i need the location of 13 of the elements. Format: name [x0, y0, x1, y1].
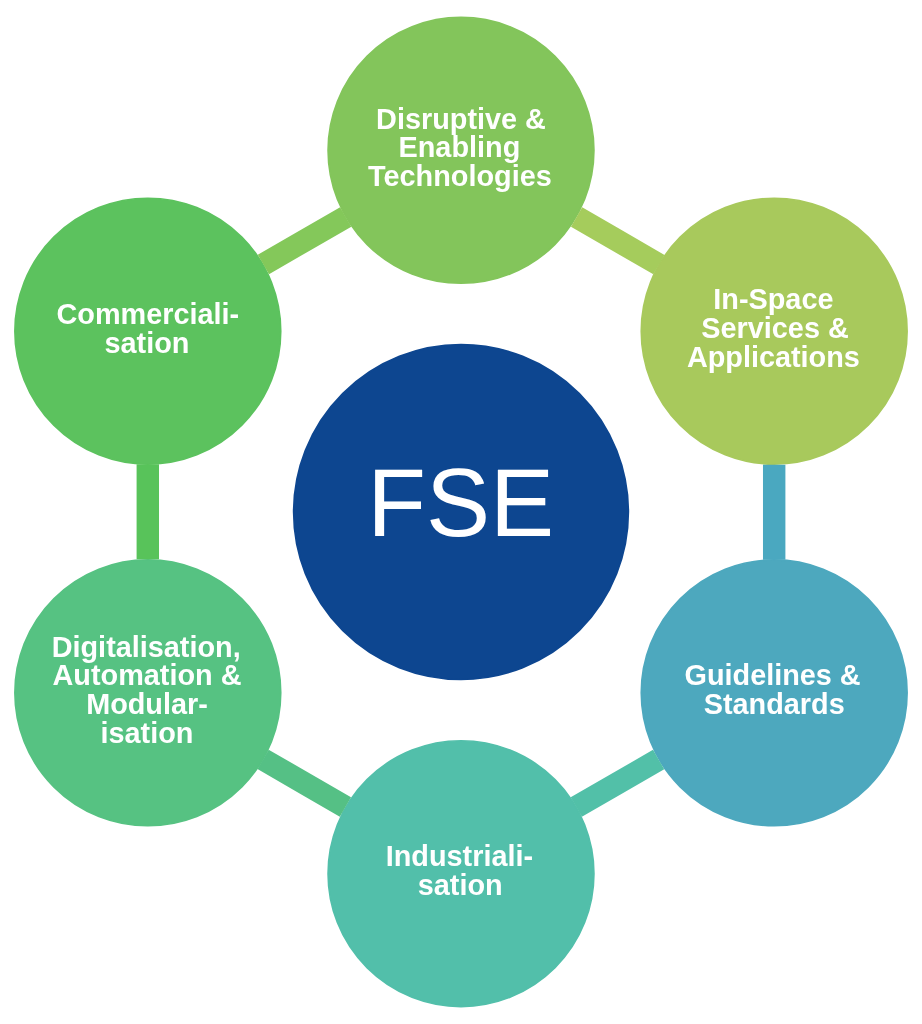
connector: [257, 749, 351, 817]
node-circle: FSE: [292, 343, 630, 681]
connector: [571, 207, 665, 275]
node-circle: Digitalisation, Automation & Modular- isation: [14, 559, 282, 827]
node-circle: Commerciali- sation: [14, 197, 282, 465]
connector: [257, 207, 352, 275]
node-circle: Industriali- sation: [327, 739, 595, 1008]
node-circle: Guidelines & Standards: [640, 559, 908, 827]
node-circle: In-Space Services & Applications: [640, 197, 908, 465]
connector: [570, 749, 665, 817]
node-circle: Disruptive & Enabling Technologies: [327, 16, 595, 285]
connector: [762, 464, 786, 560]
connector: [136, 464, 160, 560]
